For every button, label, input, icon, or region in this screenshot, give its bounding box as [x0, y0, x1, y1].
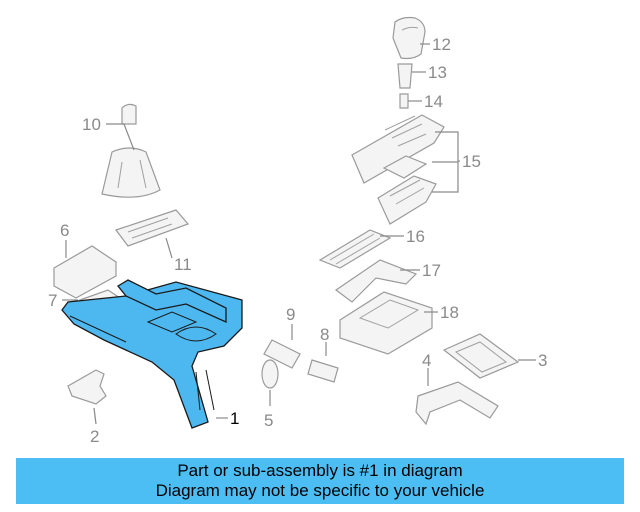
part-18-base-frame[interactable]: [339, 291, 433, 355]
callout-6: 6: [60, 221, 69, 240]
callout-17: 17: [422, 261, 441, 280]
banner-line-2: Diagram may not be specific to your vehi…: [155, 481, 485, 500]
callout-18: 18: [440, 303, 459, 322]
callout-7: 7: [48, 291, 57, 310]
callout-2: 2: [90, 427, 99, 446]
parts-diagram: 12 13 14 15 10 11 6 7: [48, 16, 547, 446]
part-16-panel[interactable]: [318, 229, 392, 269]
part-1-console-highlighted[interactable]: [61, 279, 243, 429]
callout-8: 8: [320, 325, 329, 344]
callout-15: 15: [462, 152, 481, 171]
part-13-knob-sleeve[interactable]: [397, 63, 413, 89]
callout-1: 1: [230, 409, 239, 428]
part-17-bezel[interactable]: [334, 259, 418, 303]
callout-10: 10: [82, 115, 101, 134]
part-11-tray[interactable]: [115, 209, 190, 247]
callout-3: 3: [538, 351, 547, 370]
part-6-armrest-lid[interactable]: [53, 245, 117, 299]
part-12-shift-knob[interactable]: [392, 16, 426, 60]
part-10-shift-boot[interactable]: [101, 103, 161, 198]
part-9-socket[interactable]: [263, 339, 301, 369]
callout-14: 14: [424, 92, 443, 111]
part-2-bracket[interactable]: [67, 369, 107, 405]
callout-5: 5: [264, 411, 273, 430]
info-banner: Part or sub-assembly is #1 in diagram Di…: [16, 458, 624, 504]
part-3-gasket[interactable]: [442, 333, 520, 379]
part-5-ring[interactable]: [261, 359, 279, 389]
callout-12: 12: [432, 35, 451, 54]
callout-11: 11: [174, 255, 192, 274]
part-15-shift-indicator[interactable]: [351, 114, 445, 225]
part-8-lighter[interactable]: [307, 359, 339, 383]
part-4-support[interactable]: [415, 381, 499, 426]
callout-13: 13: [428, 63, 447, 82]
banner-line-1: Part or sub-assembly is #1 in diagram: [177, 461, 463, 480]
callout-4: 4: [422, 351, 431, 370]
callout-9: 9: [286, 305, 295, 324]
callout-16: 16: [406, 227, 425, 246]
part-14-clip[interactable]: [399, 93, 409, 109]
